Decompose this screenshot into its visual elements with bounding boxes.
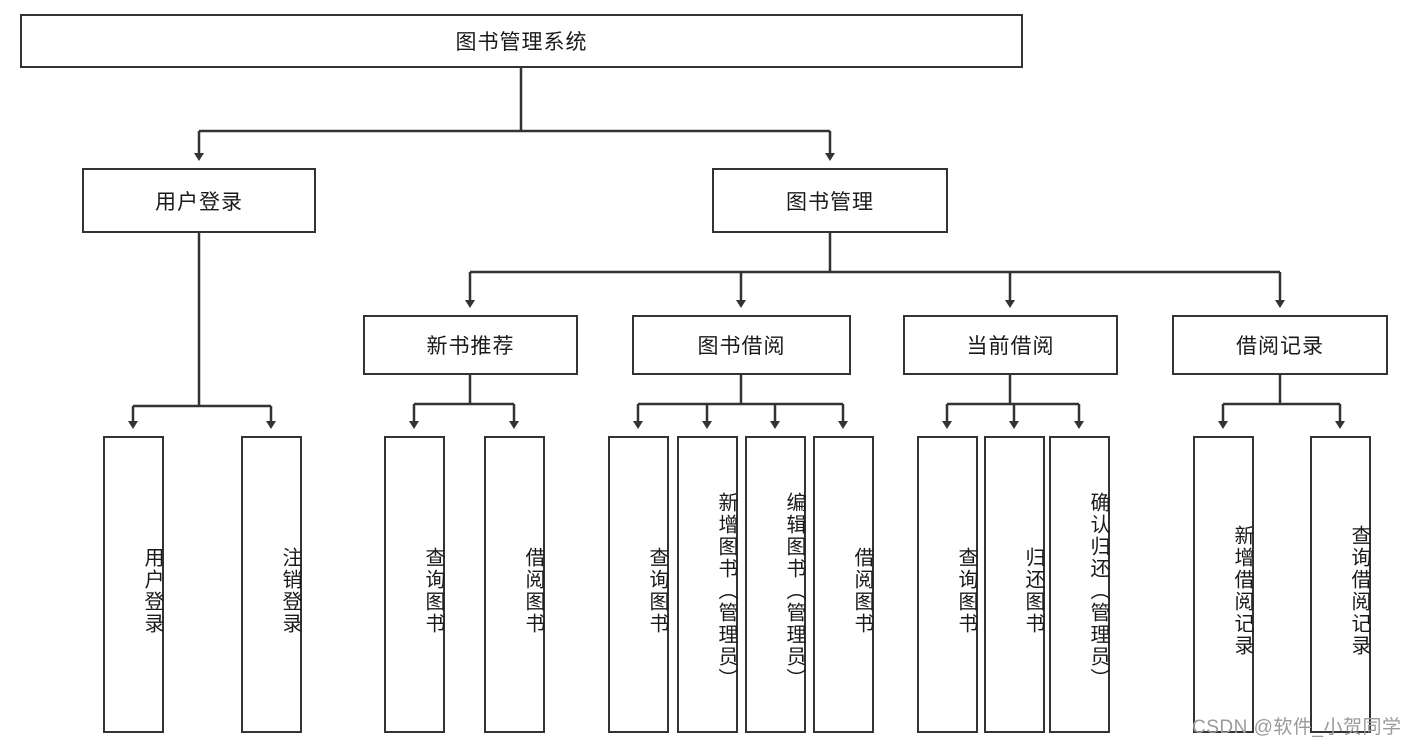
leaf-record-query-record[interactable]: 查询借阅记录 [1310,436,1371,733]
node-label: 图书管理系统 [455,31,588,54]
leaf-record-add-record[interactable]: 新增借阅记录 [1193,436,1254,733]
leaf-current-return-book[interactable]: 归还图书 [984,436,1045,733]
leaf-borrow-edit-book-admin[interactable]: 编辑图书（管理员） [745,436,806,733]
node-label: 查询借阅记录 [1348,524,1370,657]
node-label: 用户登录 [141,546,163,635]
node-label: 注销登录 [279,546,301,635]
node-label: 借阅记录 [1236,335,1324,358]
node-label: 新增图书（管理员） [715,491,737,690]
node-borrow-record[interactable]: 借阅记录 [1172,315,1388,375]
leaf-current-confirm-return-admin[interactable]: 确认归还（管理员） [1049,436,1110,733]
node-label: 确认归还（管理员） [1087,491,1109,690]
node-label: 借阅图书 [851,546,873,635]
leaf-user-login-signout[interactable]: 注销登录 [241,436,302,733]
leaf-current-query-book[interactable]: 查询图书 [917,436,978,733]
node-label: 新增借阅记录 [1231,524,1253,657]
node-label: 新书推荐 [426,335,515,358]
node-label: 归还图书 [1022,546,1044,635]
node-label: 当前借阅 [966,335,1055,358]
node-label: 编辑图书（管理员） [783,491,805,690]
node-book-borrow[interactable]: 图书借阅 [632,315,851,375]
node-label: 查询图书 [955,546,977,635]
leaf-recommend-query-book[interactable]: 查询图书 [384,436,445,733]
node-label: 用户登录 [155,190,243,214]
node-root-system[interactable]: 图书管理系统 [20,14,1023,68]
node-label: 查询图书 [422,546,444,635]
leaf-user-login-signin[interactable]: 用户登录 [103,436,164,733]
node-new-book-recommend[interactable]: 新书推荐 [363,315,578,375]
watermark-text: CSDN @软件_小贺同学 [1192,717,1402,738]
node-label: 图书管理 [786,190,874,214]
leaf-borrow-borrow-book[interactable]: 借阅图书 [813,436,874,733]
node-label: 图书借阅 [697,335,786,358]
node-user-login[interactable]: 用户登录 [82,168,316,233]
node-label: 查询图书 [646,546,668,635]
node-current-borrow[interactable]: 当前借阅 [903,315,1118,375]
leaf-borrow-add-book-admin[interactable]: 新增图书（管理员） [677,436,738,733]
node-book-management[interactable]: 图书管理 [712,168,948,233]
node-label: 借阅图书 [522,546,544,635]
leaf-recommend-borrow-book[interactable]: 借阅图书 [484,436,545,733]
leaf-borrow-query-book[interactable]: 查询图书 [608,436,669,733]
